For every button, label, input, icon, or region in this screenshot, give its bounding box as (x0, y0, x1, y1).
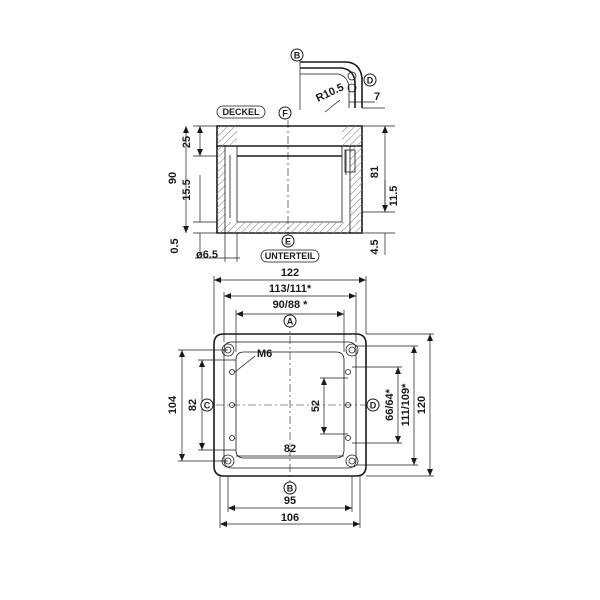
dim-120: 120 (416, 396, 428, 414)
svg-text:D: D (367, 76, 374, 86)
unterteil-label: UNTERTEIL (260, 249, 320, 263)
plan-horizontal-dims (213, 276, 367, 528)
dim-82-vertical: 82 (187, 399, 199, 411)
svg-text:DECKEL: DECKEL (222, 107, 260, 117)
svg-text:C: C (204, 401, 211, 411)
dim-11-5: 11.5 (388, 186, 400, 207)
dim-4-5: 4.5 (369, 239, 381, 254)
marker-e: E (281, 234, 295, 248)
dim-106: 106 (281, 512, 299, 524)
marker-a: A (283, 314, 297, 328)
dim-52: 52 (310, 400, 322, 412)
marker-b-plan: B (283, 481, 297, 495)
svg-text:B: B (287, 484, 294, 494)
dim-95: 95 (284, 495, 296, 507)
plan-view (200, 320, 380, 490)
marker-f: F (278, 106, 292, 120)
svg-text:B: B (294, 51, 301, 61)
svg-text:D: D (370, 401, 377, 411)
dim-15-5: 15.5 (181, 179, 193, 200)
marker-d-plan: D (366, 398, 380, 412)
dim-111-109: 111/109* (400, 383, 412, 427)
dim-104: 104 (167, 395, 179, 414)
svg-text:E: E (285, 237, 291, 247)
seal-detail (299, 55, 385, 113)
m6-label: M6 (257, 348, 272, 360)
marker-c: C (200, 398, 214, 412)
dim-81: 81 (369, 166, 381, 178)
phi-label: ø6.5 (196, 249, 218, 261)
dim-0-5: 0.5 (169, 238, 181, 253)
radius-label: R10.5 (314, 81, 346, 104)
section-view (216, 120, 363, 240)
dim-66-64: 66/64* (384, 388, 396, 421)
dim-25: 25 (181, 136, 193, 148)
deckel-label: DECKEL (216, 105, 266, 119)
dim-90: 90 (167, 172, 179, 184)
dim-7: 7 (374, 91, 380, 103)
svg-text:UNTERTEIL: UNTERTEIL (265, 251, 316, 261)
marker-b-top: B (290, 48, 304, 62)
dim-113-111: 113/111* (269, 283, 312, 295)
dim-122: 122 (281, 267, 299, 279)
side-dimension-lines (183, 125, 395, 262)
svg-text:F: F (282, 109, 288, 119)
dim-82-horizontal: 82 (284, 443, 296, 455)
svg-text:A: A (287, 317, 294, 327)
dim-90-88: 90/88 * (273, 299, 309, 311)
marker-d-top: D (363, 73, 377, 87)
